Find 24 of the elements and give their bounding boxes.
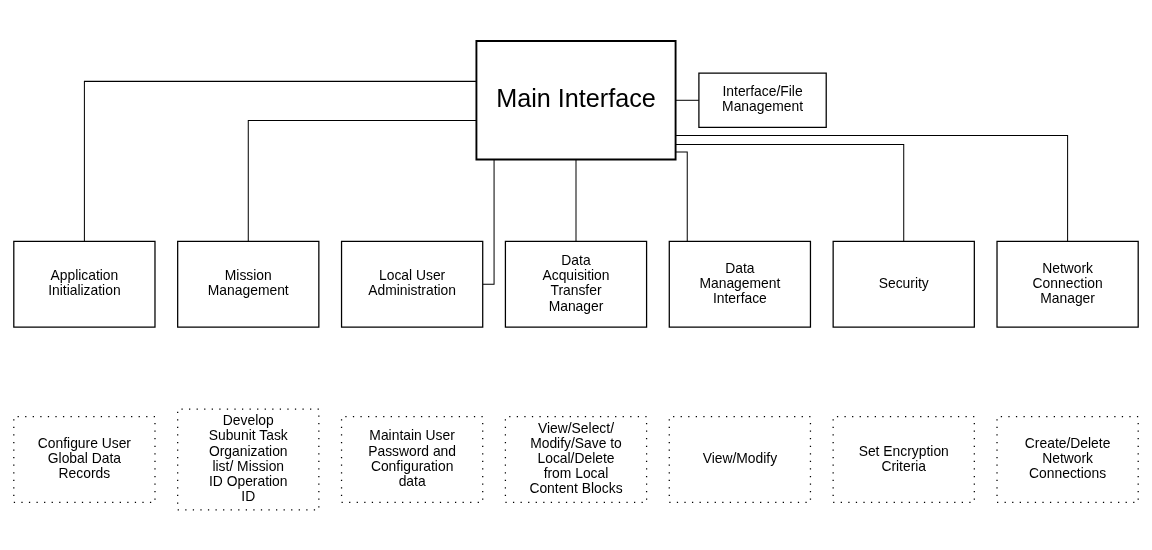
- connector: [675, 150, 688, 242]
- connector: [482, 159, 495, 285]
- node-box: View/Select/ Modify/Save to Local/Delete from Local Content Blocks: [504, 415, 648, 503]
- node-box: Main Interface: [475, 39, 677, 160]
- node-box: Data Acquisition Transfer Manager: [504, 240, 648, 328]
- node-box: Network Connection Manager: [996, 240, 1139, 328]
- connector: [83, 80, 477, 242]
- node-box: View/Modify: [668, 415, 812, 503]
- connector: [675, 99, 700, 101]
- node-box: Data Management Interface: [668, 240, 812, 328]
- connector: [675, 134, 1069, 242]
- connector: [675, 143, 905, 242]
- node-box: Create/Delete Network Connections: [996, 415, 1139, 503]
- connector: [247, 119, 477, 242]
- node-box: Set Encryption Criteria: [832, 415, 975, 503]
- node-box: Develop Subunit Task Organization list/ Mission ID Operation ID: [177, 408, 320, 511]
- node-box: Local User Administration: [340, 240, 484, 328]
- node-box: Security: [832, 240, 975, 328]
- node-box: Application Initialization: [13, 240, 156, 328]
- node-box: Configure User Global Data Records: [13, 415, 156, 503]
- connector: [575, 159, 577, 242]
- node-box: Interface/File Management: [698, 72, 827, 128]
- node-box: Mission Management: [177, 240, 320, 328]
- node-box: Maintain User Password and Configuration data: [340, 415, 484, 503]
